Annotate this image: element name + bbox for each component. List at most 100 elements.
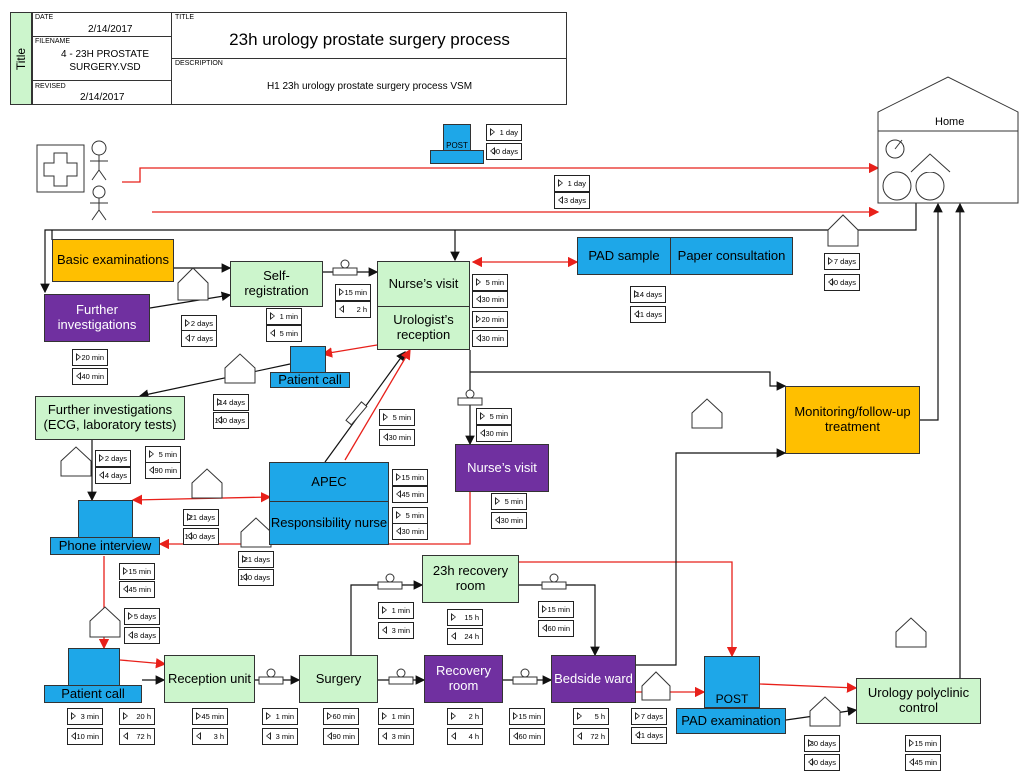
process-nurse-visit[interactable]: Nurse’s visit [377,261,470,307]
wait-time-icon [476,334,481,342]
metric-rec-down: 4 h [447,728,483,745]
process-label: 23h recovery room [432,563,509,593]
process-urology-polyclinic[interactable]: Urology polyclinic control [856,678,981,724]
value-added-icon [382,606,387,614]
home-icon [877,76,1019,204]
wait-time-icon [242,573,247,581]
process-surgery[interactable]: Surgery [299,655,378,703]
metric-value: 15 min [128,567,151,576]
metric-q-bed-down: 60 min [538,620,574,637]
value-added-icon [476,315,481,323]
process-pad-sample[interactable]: PAD sample [577,237,671,275]
value-added-icon [185,319,190,327]
wait-time-icon [382,732,387,740]
process-label: Responsibility nurse [270,514,388,530]
process-label: Further investigations [57,302,137,332]
value-added-icon [196,712,201,720]
process-urologist-reception[interactable]: Urologist’s reception [377,306,470,350]
metric-uro-poly-up: 15 min [905,735,941,752]
process-nurse-visit-purple[interactable]: Nurse’s visit [455,444,549,492]
metric-apec-inv-up: 21 days [238,551,274,568]
metric-value: 3 min [275,732,294,741]
metric-basic-down: 7 days [181,330,217,347]
metric-value: 20 min [81,353,104,362]
metric-patcall-down: 180 days [213,412,249,429]
divider [32,36,172,37]
metric-value: 72 h [136,732,151,741]
metric-q-selfreg-up: 15 min [335,284,371,301]
process-further-investigations-ecg[interactable]: Further investigations (ECG, laboratory … [35,396,185,440]
metric-value: 15 min [547,605,570,614]
metric-pad-up: 14 days [630,286,666,303]
value-added-icon [242,555,247,563]
metric-ecg2-up: 5 min [145,446,181,463]
process-label: Urology polyclinic control [867,685,970,715]
process-label: Patient call [278,371,342,387]
value-added-icon [577,712,582,720]
metric-value: 3 min [391,732,410,741]
metric-pc-down: 10 min [67,728,103,745]
metric-value: 40 min [81,372,104,381]
value-added-icon [558,179,563,187]
wait-time-icon [495,516,500,524]
wait-time-icon [339,305,344,313]
process-further-investigations[interactable]: Further investigations [44,294,150,342]
wait-time-icon [382,626,387,634]
value-added-icon [187,513,192,521]
process-label: Recovery room [436,663,491,693]
process-apec[interactable]: APEC [269,462,389,502]
phone-icon [68,648,120,686]
metric-nvp-down: 30 min [491,512,527,529]
metric-q-23h-up: 1 min [378,602,414,619]
wait-time-icon [71,732,76,740]
post-label: POST [446,140,468,150]
page-title: 23h urology prostate surgery process [229,30,510,49]
process-label: Patient call [61,685,125,701]
metric-uro-poly-down: 45 min [905,754,941,771]
metric-value: 45 min [201,712,224,721]
value-added-icon [396,511,401,519]
process-basic-examinations[interactable]: Basic examinations [52,239,174,282]
metric-nvp-up: 5 min [491,493,527,510]
value-added-icon [76,353,81,361]
metric-q-surg-down: 3 min [262,728,298,745]
process-reception-unit[interactable]: Reception unit [164,655,255,703]
metric-pc-inv-down: 72 h [119,728,155,745]
value-added-icon [635,712,640,720]
post-base [430,150,484,164]
wait-time-icon [480,429,485,437]
process-monitoring[interactable]: Monitoring/follow-up treatment [785,386,920,454]
process-phone-interview[interactable]: Phone interview [50,537,160,555]
date-label: DATE [35,14,54,21]
process-self-registration[interactable]: Self-registration [230,261,323,307]
process-responsibility-nurse[interactable]: Responsibility nurse [269,501,389,545]
process-bedside-ward[interactable]: Bedside ward [551,655,636,703]
process-pad-examination[interactable]: PAD examination [676,708,786,734]
process-23h-recovery-room[interactable]: 23h recovery room [422,555,519,603]
side-label-text: Title [14,47,29,70]
value-added-icon [495,497,500,505]
metric-monitor-up: 7 days [824,253,860,270]
metric-value: 24 h [464,632,479,641]
metric-apec-up: 15 min [392,469,428,486]
metric-value: 60 min [547,624,570,633]
post-bottom: POST [704,656,760,708]
process-paper-consultation[interactable]: Paper consultation [670,237,793,275]
metric-value: 5 min [504,497,523,506]
metric-value: 4 days [104,471,127,480]
metric-value: 30 days [809,739,836,748]
metric-value: 3 days [563,196,586,205]
metric-value: 30 min [481,295,504,304]
process-patient-call-low[interactable]: Patient call [44,685,142,703]
metric-q-rec-up: 1 min [378,708,414,725]
inventory-markers [60,214,927,727]
metric-value: 90 min [154,466,177,475]
wait-time-icon [577,732,582,740]
value-added-icon [909,739,914,747]
hospital-icon [36,144,85,193]
metric-value: 20 min [481,315,504,324]
process-recovery-room[interactable]: Recovery room [424,655,503,703]
metric-value: 7 days [640,712,663,721]
process-patient-call-mid[interactable]: Patient call [270,372,350,388]
